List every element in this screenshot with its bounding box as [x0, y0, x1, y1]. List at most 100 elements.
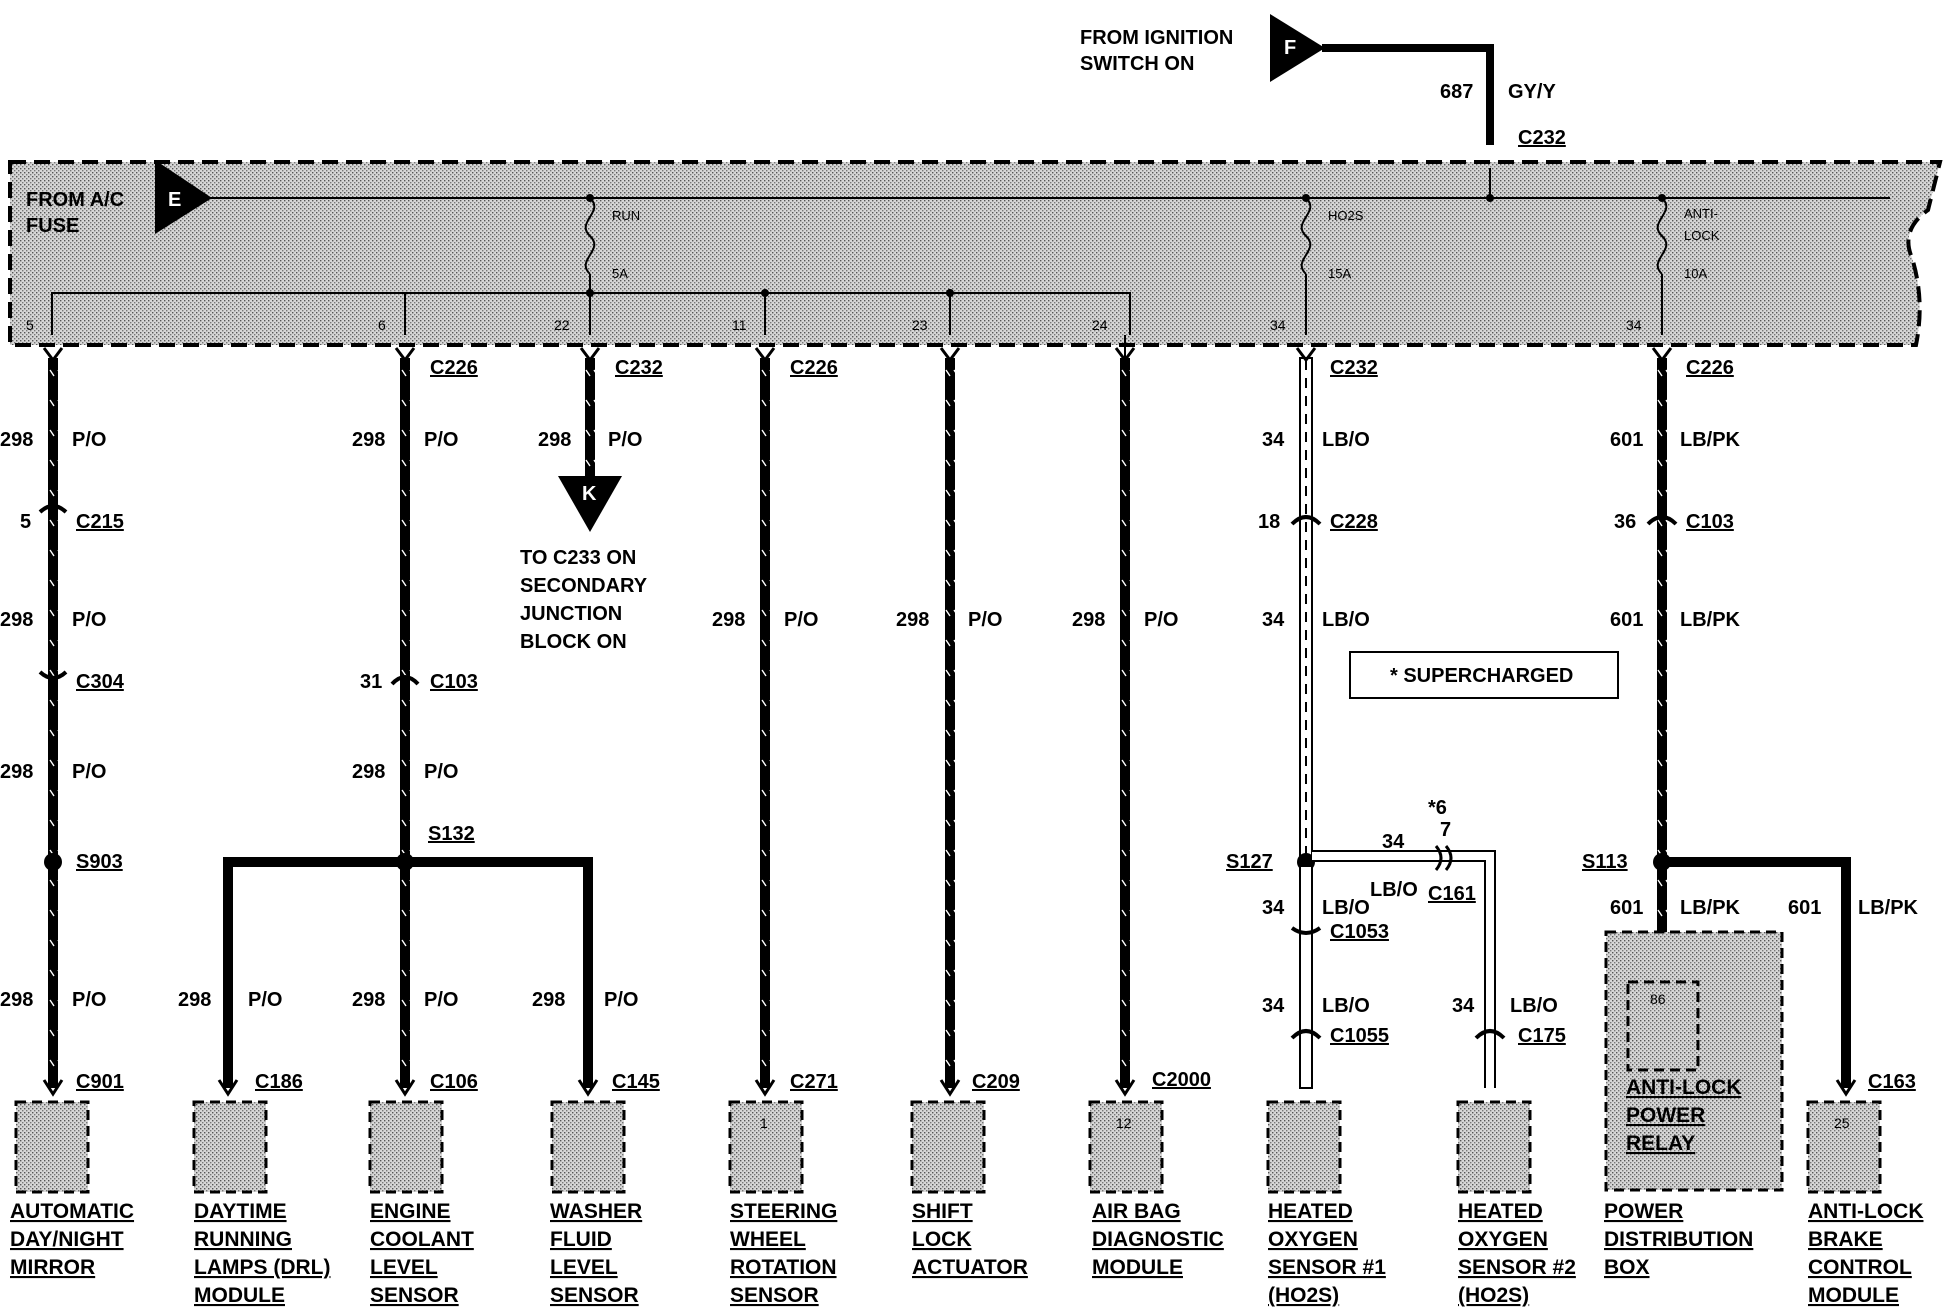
- s132-color-2: P/O: [424, 761, 458, 783]
- ho2s2-name-3: SENSOR #2: [1458, 1256, 1576, 1279]
- c226-label-2: C226: [790, 357, 838, 379]
- fuse-pin-6: 6: [378, 317, 386, 333]
- relay-name-1: ANTI-LOCK: [1626, 1076, 1741, 1099]
- terminal-34b: [1651, 347, 1673, 363]
- ho2s-color-2: LB/O: [1322, 609, 1370, 631]
- c232-label-ho2s: C232: [1330, 357, 1378, 379]
- ho2s2-circuit-1: 34: [1382, 831, 1405, 853]
- wire-ho2s-1: [1299, 865, 1313, 1089]
- c161-connector-icon: [1434, 845, 1453, 871]
- steering-color: P/O: [784, 609, 818, 631]
- terminal-c2000: [1114, 1079, 1136, 1097]
- ho2s-circuit-2: 34: [1262, 609, 1285, 631]
- mirror-circuit-3: 298: [0, 761, 33, 783]
- terminal-6: [394, 347, 416, 363]
- c215-connector-icon: [38, 504, 68, 514]
- fuse-pin-11: 11: [732, 317, 747, 333]
- ho2s-fuse-name: HO2S: [1328, 208, 1364, 223]
- branch-steering: C226 298 P/O C271 1 STEERING WHEEL ROTAT…: [712, 357, 838, 1307]
- k-text-2: SECONDARY: [520, 575, 648, 597]
- branch-antilock: C226 601 LB/PK 36 C103 601 LB/PK S113 60…: [1582, 357, 1923, 1307]
- c228-pin: 18: [1258, 511, 1280, 533]
- ho2s-fuse-icon: [1300, 197, 1312, 275]
- c175-connector-icon: [1474, 1029, 1506, 1040]
- ho2s1-name-2: OXYGEN: [1268, 1228, 1358, 1251]
- ho2s2-name-1: HEATED: [1458, 1200, 1543, 1223]
- ignition-wire: [1322, 44, 1494, 145]
- terminal-c106: [394, 1079, 416, 1097]
- fuse-source-line1: FROM A/C: [26, 189, 124, 211]
- branch-ho2s: C232 34 LB/O 18 C228 34 LB/O S127 34 LB/…: [1226, 357, 1576, 1307]
- c901-label: C901: [76, 1071, 124, 1093]
- ho2s2-color-1: LB/O: [1370, 879, 1418, 901]
- fuse-pin-34a: 34: [1270, 317, 1286, 333]
- wfl-name-3: LEVEL: [550, 1256, 618, 1279]
- antilock-color-1: LB/PK: [1680, 429, 1741, 451]
- s903-label: S903: [76, 851, 123, 873]
- mirror-name-3: MIRROR: [10, 1256, 95, 1279]
- c209-label: C209: [972, 1071, 1020, 1093]
- ho2s1-name-4: (HO2S): [1268, 1284, 1339, 1307]
- pdb-name-1: POWER: [1604, 1200, 1683, 1223]
- source-e-flag: [155, 160, 212, 234]
- k-color: P/O: [608, 429, 642, 451]
- run-fuse-icon: [584, 197, 596, 275]
- fuse-pin-34b: 34: [1626, 317, 1642, 333]
- branch-airbag: 298 P/O C2000 12 AIR BAG DIAGNOSTIC MODU…: [1072, 335, 1224, 1279]
- steering-name-2: WHEEL: [730, 1228, 806, 1251]
- terminal-11: [754, 347, 776, 363]
- antilock-fuse-icon: [1656, 197, 1668, 275]
- abs-pin: 25: [1834, 1115, 1850, 1131]
- relay-name-2: POWER: [1626, 1104, 1705, 1127]
- c304-connector-icon: [38, 670, 68, 680]
- wfl-name-4: SENSOR: [550, 1284, 639, 1307]
- branch-c233: C232 298 P/O K TO C233 ON SECONDARY JUNC…: [520, 357, 663, 653]
- wire-s132-engine: [400, 862, 410, 1088]
- s903-splice: [44, 853, 62, 871]
- s132-color-1: P/O: [424, 429, 458, 451]
- c226-label-3: C226: [1686, 357, 1734, 379]
- wire-s113-abs: [1662, 857, 1851, 1088]
- ecl-circuit: 298: [352, 989, 385, 1011]
- ho2s1-circuit-1: 34: [1262, 897, 1285, 919]
- branch-shiftlock: 298 P/O C209 SHIFT LOCK ACTUATOR: [896, 358, 1028, 1279]
- s132-circuit-2: 298: [352, 761, 385, 783]
- s127-label: S127: [1226, 851, 1273, 873]
- wire-s113-pdb: [1657, 862, 1667, 962]
- c103-connector-icon-2: [1646, 515, 1678, 526]
- ho2s1-circuit-2: 34: [1262, 995, 1285, 1017]
- k-text-1: TO C233 ON: [520, 547, 636, 569]
- run-fuse-name: RUN: [612, 208, 640, 223]
- ho2s2-name-2: OXYGEN: [1458, 1228, 1548, 1251]
- abs-name-2: BRAKE: [1808, 1228, 1883, 1251]
- terminal-c209: [939, 1079, 961, 1097]
- antilock-fuse-rating: 10A: [1684, 266, 1707, 281]
- ho2s2-component-box: [1456, 1100, 1532, 1194]
- ho2s-color-1: LB/O: [1322, 429, 1370, 451]
- bus-node-22: [586, 289, 594, 297]
- run-fuse-rating: 5A: [612, 266, 628, 281]
- supercharged-note: * SUPERCHARGED: [1349, 651, 1619, 699]
- ignition-circuit: 687: [1440, 81, 1473, 103]
- pdb-circuit: 601: [1610, 897, 1643, 919]
- terminal-5: [42, 347, 64, 363]
- wfl-component-box: [550, 1100, 626, 1194]
- wfl-name-2: FLUID: [550, 1228, 612, 1251]
- ho2s2-circuit-2: 34: [1452, 995, 1475, 1017]
- c304-label: C304: [76, 671, 125, 693]
- c106-label: C106: [430, 1071, 478, 1093]
- antilock-color-2: LB/PK: [1680, 609, 1741, 631]
- ecl-name-3: LEVEL: [370, 1256, 438, 1279]
- c232-label-k: C232: [615, 357, 663, 379]
- wire-shiftlock: [945, 358, 955, 1088]
- terminal-22: [579, 347, 601, 363]
- c161-pin-b: 7: [1440, 819, 1451, 841]
- c226-label-1: C226: [430, 357, 478, 379]
- antilock-circuit-1: 601: [1610, 429, 1643, 451]
- drl-color: P/O: [248, 989, 282, 1011]
- drl-name-2: RUNNING: [194, 1228, 292, 1251]
- ignition-bus-node: [1486, 194, 1494, 202]
- ho2s1-name-1: HEATED: [1268, 1200, 1353, 1223]
- c103-pin-1: 31: [360, 671, 382, 693]
- ho2s1-color-2: LB/O: [1322, 995, 1370, 1017]
